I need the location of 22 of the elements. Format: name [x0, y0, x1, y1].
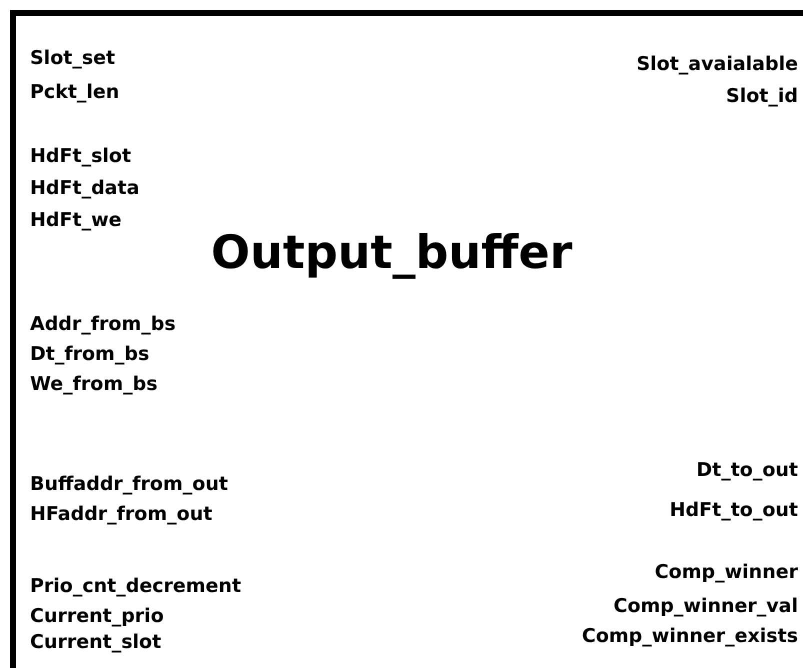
pin-label: Prio_cnt_decrement	[30, 574, 242, 598]
pin-label: HdFt_to_out	[670, 498, 798, 522]
pin-label: Current_prio	[30, 604, 164, 628]
pin-label: Buffaddr_from_out	[30, 472, 228, 496]
pin-label: We_from_bs	[30, 372, 158, 396]
pin-label: Slot_avaialable	[636, 52, 798, 76]
pin-label: Pckt_len	[30, 80, 120, 104]
pin-label: Comp_winner_exists	[582, 624, 798, 648]
pin-label: HdFt_we	[30, 208, 122, 232]
pin-label: Slot_id	[726, 84, 798, 108]
pin-label: Addr_from_bs	[30, 312, 176, 336]
pin-label: HdFt_slot	[30, 144, 132, 168]
pin-label: Current_slot	[30, 630, 162, 654]
pin-label: HFaddr_from_out	[30, 502, 212, 526]
pin-label: Dt_to_out	[696, 458, 798, 482]
block-title: Output_buffer	[211, 224, 572, 280]
pin-label: Slot_set	[30, 46, 116, 70]
pin-label: HdFt_data	[30, 176, 140, 200]
pin-label: Comp_winner_val	[614, 594, 798, 618]
pin-label: Dt_from_bs	[30, 342, 150, 366]
pin-label: Comp_winner	[654, 560, 798, 584]
block-outline	[10, 10, 803, 668]
